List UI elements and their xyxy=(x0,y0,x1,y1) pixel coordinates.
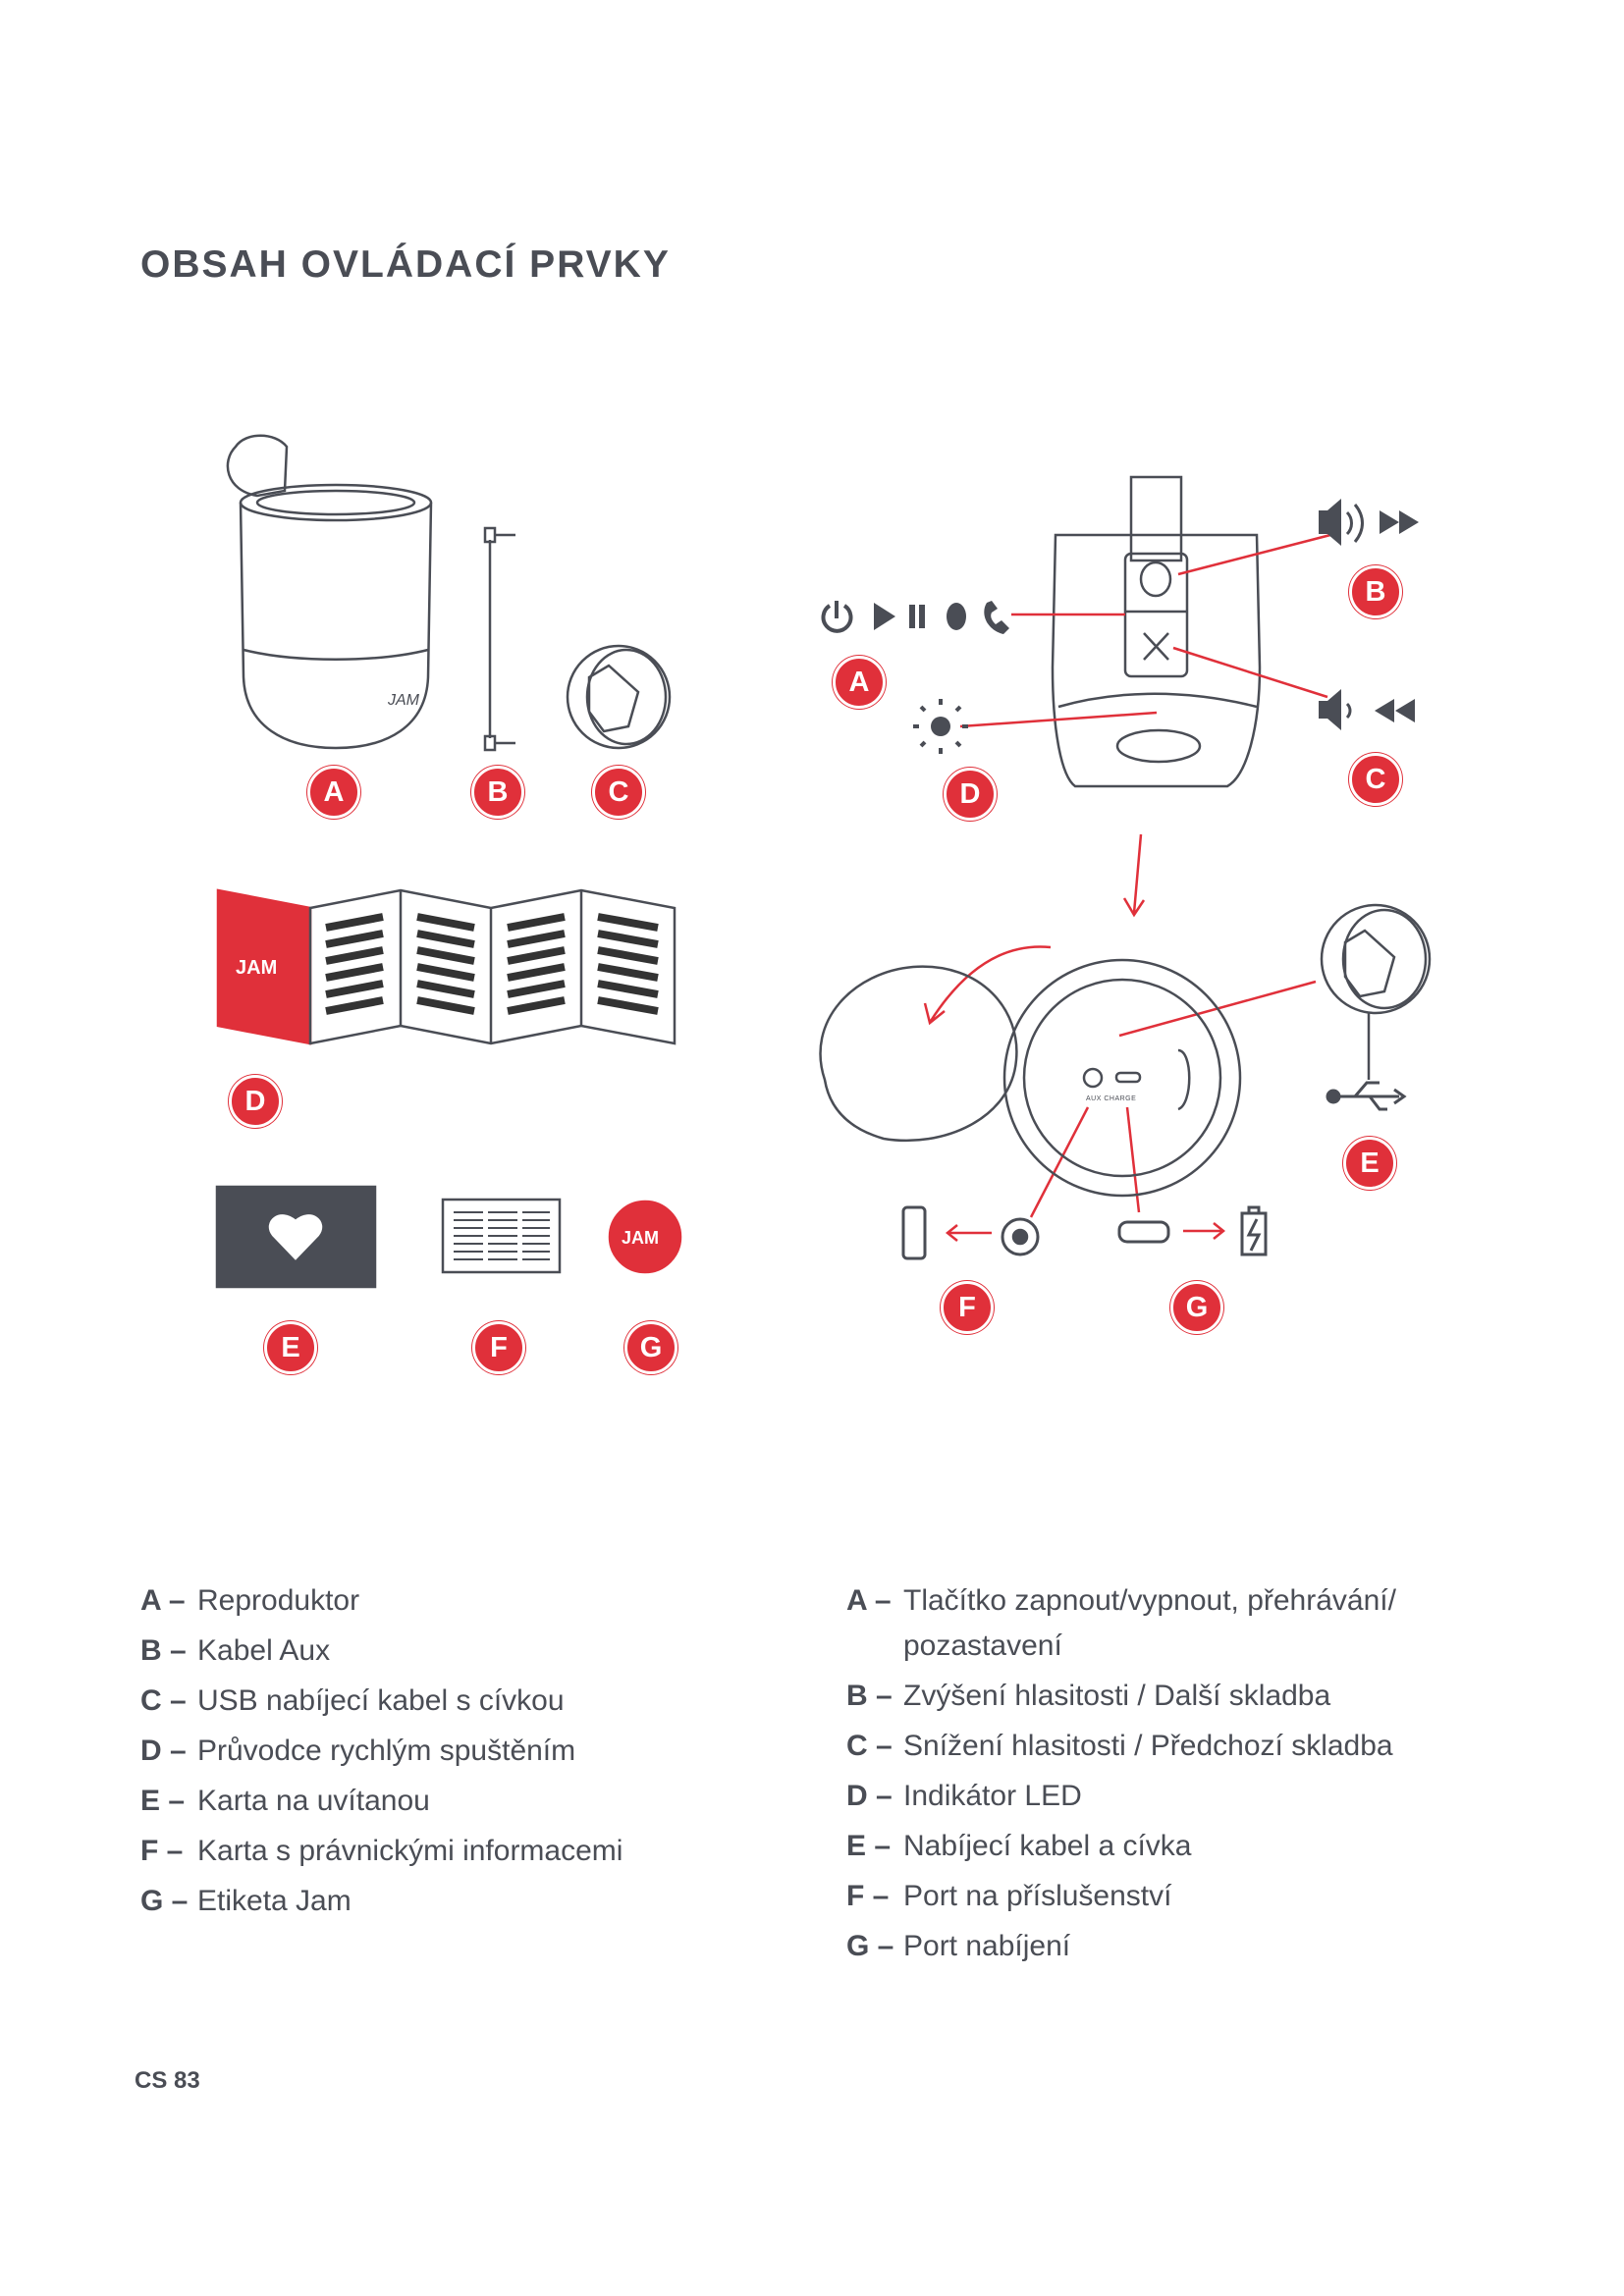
badge-usb-cable: C xyxy=(592,766,645,819)
usb-icon xyxy=(1326,1081,1407,1111)
contents-legend: A –Reproduktor B –Kabel Aux C –USB nabíj… xyxy=(140,1575,623,1926)
legend-item: G –Etiketa Jam xyxy=(140,1885,352,1917)
legend-item: D –Průvodce rychlým spuštěním xyxy=(140,1735,576,1767)
volume-up-icon xyxy=(1319,499,1341,546)
legend-item: E –Nabíjecí kabel a cívka xyxy=(846,1830,1192,1862)
page-number: CS 83 xyxy=(135,2067,200,2094)
svg-text:JAM: JAM xyxy=(622,1228,659,1248)
usb-coil-illustration-2 xyxy=(1320,903,1432,1080)
legend-item: C –Snížení hlasitosti / Předchozí skladb… xyxy=(846,1730,1393,1762)
badge-led: D xyxy=(944,768,997,821)
svg-text:JAM: JAM xyxy=(387,692,420,709)
welcome-card-illustration xyxy=(215,1185,377,1289)
badge-aux-port: F xyxy=(941,1281,994,1334)
legend-item: C –USB nabíjecí kabel s cívkou xyxy=(140,1684,565,1717)
legend-item: A –Tlačítko zapnout/vypnout, přehrávání/ xyxy=(846,1584,1396,1617)
play-icon xyxy=(874,603,895,630)
badge-charge-port: G xyxy=(1170,1281,1223,1334)
badge-charging-cable: E xyxy=(1343,1137,1396,1190)
jam-sticker-illustration: JAM xyxy=(608,1200,682,1274)
badge-legal-card: F xyxy=(472,1321,525,1374)
callout-lines xyxy=(923,533,1331,1242)
legend-item: F –Port na příslušenství xyxy=(846,1880,1172,1912)
aux-cable-illustration xyxy=(483,526,515,752)
led-icon xyxy=(913,699,968,754)
phone-device-icon xyxy=(901,1205,927,1260)
phone-icon xyxy=(984,601,1009,634)
legend-item: E –Karta na uvítanou xyxy=(140,1785,430,1817)
legend-item: B –Zvýšení hlasitosti / Další skladba xyxy=(846,1680,1331,1712)
legend-item: B –Kabel Aux xyxy=(140,1634,331,1667)
badge-welcome-card: E xyxy=(264,1321,317,1374)
charge-port-icon xyxy=(1117,1220,1170,1244)
legend-item: D –Indikátor LED xyxy=(846,1780,1082,1812)
speaker-base-open-illustration xyxy=(819,958,1242,1198)
badge-aux-cable: B xyxy=(471,766,524,819)
control-icons xyxy=(821,499,1419,754)
speaker-illustration: JAM xyxy=(226,434,433,750)
usb-coil-illustration xyxy=(566,644,672,750)
badge-volume-down: C xyxy=(1349,753,1402,806)
legend-item-continuation: pozastavení xyxy=(903,1629,1062,1662)
speaker-back-illustration xyxy=(1051,475,1262,788)
aux-port-icon xyxy=(1001,1217,1040,1256)
quick-start-guide-illustration: JAM xyxy=(216,888,677,1045)
volume-down-icon xyxy=(1319,689,1341,730)
pause-icon xyxy=(909,605,915,628)
battery-icon xyxy=(1240,1205,1268,1256)
badge-jam-sticker: G xyxy=(624,1321,677,1374)
legal-card-illustration xyxy=(441,1198,562,1274)
badge-power-play: A xyxy=(833,656,886,709)
legend-item: F –Karta s právnickými informacemi xyxy=(140,1835,623,1867)
svg-text:JAM: JAM xyxy=(236,957,277,979)
badge-volume-up: B xyxy=(1349,565,1402,618)
controls-legend: A –Tlačítko zapnout/vypnout, přehrávání/… xyxy=(846,1575,1396,1971)
legend-item: G –Port nabíjení xyxy=(846,1930,1071,1962)
badge-speaker: A xyxy=(307,766,360,819)
next-track-icon xyxy=(1380,510,1419,534)
bluetooth-icon xyxy=(947,603,966,630)
power-icon xyxy=(821,601,853,633)
badge-quick-start: D xyxy=(229,1075,282,1128)
previous-track-icon xyxy=(1375,699,1415,722)
port-label: AUX CHARGE xyxy=(1086,1095,1137,1102)
page-title: OBSAH OVLÁDACÍ PRVKY xyxy=(140,243,671,286)
legend-item: A –Reproduktor xyxy=(140,1584,360,1617)
